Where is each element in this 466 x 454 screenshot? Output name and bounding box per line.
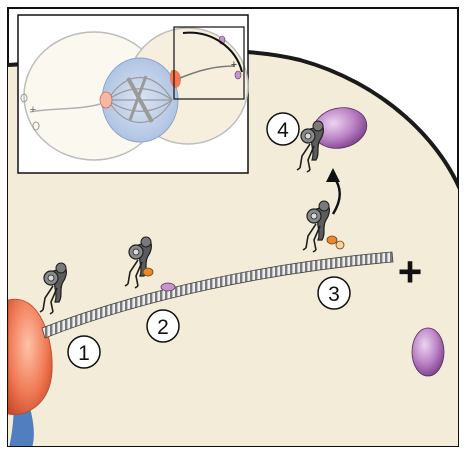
- overview-inset: + +: [18, 15, 248, 173]
- step-marker-2: 2: [147, 310, 179, 342]
- step-label-4: 4: [277, 119, 289, 142]
- inset-plus-right: +: [231, 59, 237, 71]
- step-marker-4: 4: [267, 113, 299, 145]
- cortical-patch: [412, 328, 444, 376]
- step-label-1: 1: [78, 342, 90, 365]
- inset-plus-left: +: [30, 104, 36, 116]
- step-marker-1: 1: [68, 336, 100, 368]
- step-marker-3: 3: [318, 277, 350, 309]
- inset-pole-left: [100, 92, 112, 108]
- step-label-2: 2: [157, 316, 169, 339]
- step-label-3: 3: [328, 283, 340, 306]
- plus-end-label: +: [398, 248, 423, 295]
